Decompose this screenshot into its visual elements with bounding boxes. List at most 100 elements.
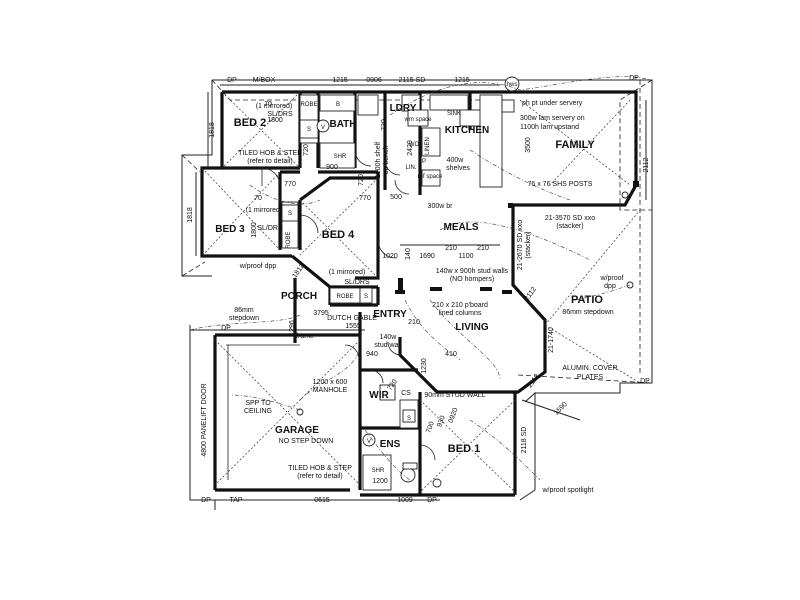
s-label-bed3: S [288,211,292,217]
shelves-note-1: 400w [447,157,465,164]
room-meals: MEALS [444,222,479,233]
dim-1690: 1690 [419,253,435,260]
linen-label: LINEN [425,137,431,155]
dim-70-a: 70 [264,101,272,108]
dim-410: 410 [445,351,457,358]
wproof-dpp-note-1: w/proof dpp [239,263,277,270]
basin-label: V [321,125,325,131]
posts-note: 76 x 76 SHS POSTS [528,181,593,188]
dim-2112-b: 2112 [524,286,538,302]
fixtures [281,76,639,491]
dimension-lines [195,84,647,501]
room-bed2: BED 2 [234,117,266,129]
dim-720-d: 720 [387,378,399,392]
dim-2112-a: 2112 [643,157,650,172]
p-label: P [422,159,426,165]
dim-1296: 1296 [289,320,296,336]
dim-210-c: 210 [408,319,420,326]
dp-note-4: DP [427,497,437,504]
wm-space-label: wm space [403,117,432,123]
sink-label: SINK [447,111,461,117]
spotlight-note: w/proof spotlight [542,487,594,494]
dutch-gable-note: DUTCH GABLE [327,315,377,322]
dim-3795: 3795 [313,310,329,317]
room-kitchen: KITCHEN [445,125,489,136]
spp-note-1: SPP TO [245,400,271,407]
ref-space-label: ref space [418,174,443,180]
room-bath: BATH [329,119,356,130]
dim-770-b: 770 [359,195,371,202]
dim-2118sd: 2118 SD [521,427,528,454]
dim-1009: 1009 [397,497,413,504]
lam-servery-note-2: 1100h lam upstand [520,124,579,131]
bench-note-1: 1000h shelf [375,142,382,178]
room-labels: BED 2 BATH LDRY KITCHEN FAMILY BED 3 BED… [215,103,603,455]
dp-note-6: DP [221,325,231,332]
mirrored-note-bed3-1: (1 mirrored) [246,207,283,214]
room-entry: ENTRY [373,309,407,320]
manhole-note-1: 1200 x 600 [313,379,348,386]
no-step-note: NO STEP DOWN [279,438,334,445]
stud-90-note: 90mm STUD WALL [424,392,485,399]
ph-pt-note: ph pt under servery [522,100,583,107]
shr-label-ens: SHR [372,468,385,474]
fixture-labels: ROBE ROBE ROBE S S S S B V V SHR SHR SIN… [286,82,517,474]
robe-label-bed3: ROBE [286,231,292,248]
wo-label: WO [409,142,420,148]
mirrored-note-bed2-2: SL/DRS [267,111,293,118]
shelves-note-2: shelves [446,165,470,172]
dp-note-3: DP [201,497,211,504]
room-porch: PORCH [281,291,317,302]
br-300w-note: 300w br [428,203,454,210]
cs-note: CS [401,390,411,397]
dp-note-5: DP [640,378,650,385]
dim-720-c: 720 [303,144,310,156]
dim-2115sd: 2115 SD [399,77,426,84]
stud-140-note-2: stud wall [374,342,402,349]
mirrored-note-bed4-2: SL/DRS [344,279,370,286]
dim-140: 140 [405,248,412,260]
room-ldry: LDRY [390,103,417,114]
dim-210-a: 210 [445,245,457,252]
tap-note: TAP [229,497,242,504]
room-bed1: BED 1 [448,443,480,455]
dim-21-1740: 21-1740 [548,327,555,353]
dim-1818-b: 1818 [187,207,194,223]
dim-900: 900 [326,164,338,171]
mirrored-note-bed3-2: SL/DRS [257,225,283,232]
stud-walls-note-1: 140w x 900h stud walls [436,268,509,275]
dim-3500: 3500 [525,137,532,153]
dim-940: 940 [366,351,378,358]
dp-note-1: DP [227,77,237,84]
stacker-note-2b: (stacker) [525,231,532,258]
stepdown-txt-note: stepdown [229,315,259,322]
stepdown-86-note: 86mm [234,307,254,314]
stud-walls-note-2: (NO hompers) [450,276,494,283]
stacker-note-2: 21-2670 SD xxo [517,220,524,270]
pboard-note-2: lined columns [439,310,482,317]
s-label-bed2: S [307,127,311,133]
lin-label: LIN. [405,165,416,171]
ens-basin-label: V [367,439,371,445]
dim-720-a: 720 [381,119,388,131]
dim-210-b: 210 [477,245,489,252]
patio-stepdown-note: 86mm stepdown [562,309,613,316]
lam-servery-note-1: 300w lam servery on [520,115,585,122]
mirrored-note-bed2-1: (1 mirrored) [256,103,293,110]
tiled-hob-ens-note-2: (refer to detail) [297,473,343,480]
dim-500: 500 [390,194,402,201]
tiled-hob-ens-note-1: TILED HOB & STEP [288,465,352,472]
pboard-note-1: 210 x 210 p'board [432,302,488,309]
stacker-note-1: 21-3570 SD xxo [545,215,595,222]
room-family: FAMILY [555,139,595,151]
dpp-note: dpp [604,283,616,290]
s-label-wir: S [407,416,411,422]
dim-1020: 1020 [382,253,398,260]
dim-1590: 1590 [553,401,569,417]
dim-0920: 0920 [448,407,460,424]
dim-1200: 1200 [372,478,388,485]
tiled-hob-note-2: (refer to detail) [247,158,293,165]
dim-720-b: 720 [358,174,365,186]
s-label-bed4: S [364,294,368,300]
